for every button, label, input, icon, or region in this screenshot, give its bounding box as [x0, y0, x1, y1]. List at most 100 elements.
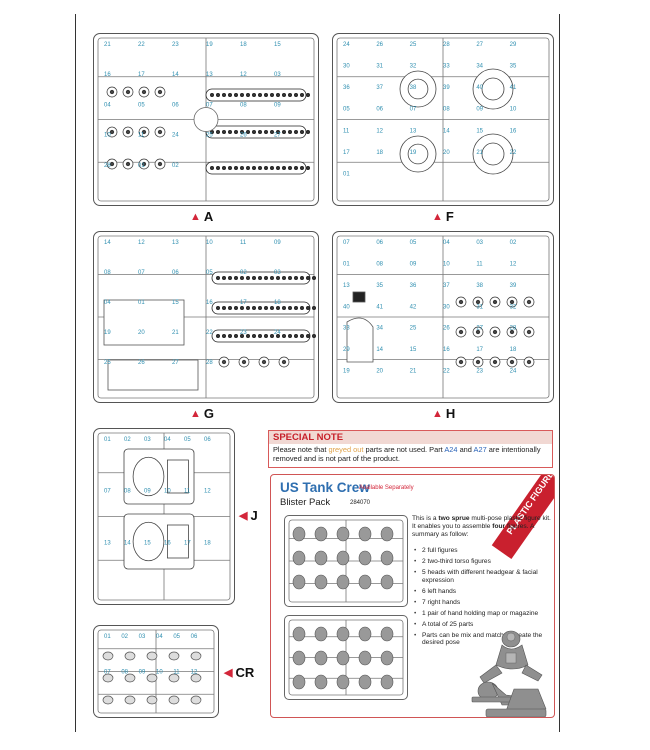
part-number: 08 [443, 107, 450, 113]
part-number: 37 [376, 85, 383, 91]
list-item: 5 heads with different headgear & facial… [412, 569, 552, 585]
part-number: 13 [410, 128, 417, 134]
crew-sprue-line-art [288, 619, 404, 696]
list-item: 6 left hands [412, 588, 552, 596]
part-number: 32 [510, 304, 517, 310]
red-left-triangle-icon: ◀ [239, 510, 248, 522]
part-number: 07 [138, 270, 145, 276]
part-number: 06 [191, 634, 198, 640]
part-number: 22 [138, 42, 145, 48]
part-number: 07 [206, 102, 213, 108]
part-number: 32 [410, 64, 417, 70]
part-number: 12 [240, 72, 247, 78]
part-number: 08 [240, 102, 247, 108]
part-number: 27 [274, 133, 281, 139]
part-number: 29 [343, 347, 350, 353]
special-note-heading: SPECIAL NOTE [269, 431, 552, 444]
part-number: 09 [139, 670, 146, 676]
part-number: 21 [104, 42, 111, 48]
part-number: 13 [343, 283, 350, 289]
red-triangle-icon: ▲ [190, 210, 201, 223]
part-number: 26 [240, 133, 247, 139]
part-number: 13 [172, 240, 179, 246]
part-number: 02 [124, 437, 131, 443]
tank-crew-figure-illustration [471, 630, 547, 717]
part-number: 07 [104, 670, 111, 676]
part-number: 08 [124, 489, 131, 495]
part-number: 12 [204, 489, 211, 495]
part-number: 21 [410, 369, 417, 375]
part-number: 17 [343, 150, 350, 156]
part-number: 07 [104, 489, 111, 495]
part-number: 10 [156, 670, 163, 676]
part-number: 28 [510, 326, 517, 332]
part-number: 24 [274, 330, 281, 336]
part-number: 21 [172, 330, 179, 336]
part-number: 09 [274, 240, 281, 246]
red-triangle-icon: ▲ [432, 407, 443, 420]
part-number: 10 [510, 107, 517, 113]
part-number: 14 [443, 128, 450, 134]
part-number: 36 [410, 283, 417, 289]
part-number: 10 [206, 240, 213, 246]
part-number: 17 [476, 347, 483, 353]
part-number: 27 [476, 326, 483, 332]
part-number: 28 [206, 360, 213, 366]
part-number: 04 [104, 102, 111, 108]
part-number: 02 [121, 634, 128, 640]
part-number: 34 [376, 326, 383, 332]
part-number: 35 [510, 64, 517, 70]
part-number: 09 [410, 261, 417, 267]
part-number: 41 [510, 85, 517, 91]
part-number: 06 [204, 437, 211, 443]
part-number: 15 [410, 347, 417, 353]
sprue-h-label: ▲H [432, 406, 456, 421]
part-number: 01 [138, 163, 145, 169]
part-number: 26 [138, 360, 145, 366]
part-number: 03 [476, 240, 483, 246]
crew-product-code: 284070 [350, 500, 371, 506]
part-number: 12 [191, 670, 198, 676]
part-number: 16 [510, 128, 517, 134]
part-number: 18 [376, 150, 383, 156]
part-number: 20 [376, 369, 383, 375]
crew-availability: Available Separately [359, 485, 414, 491]
part-number: 38 [410, 85, 417, 91]
part-number: 14 [376, 347, 383, 353]
part-number: 15 [274, 42, 281, 48]
part-number: 08 [121, 670, 128, 676]
part-number: 16 [104, 72, 111, 78]
tank-crew-promo: US Tank Crew Available Separately Bliste… [270, 474, 555, 718]
part-number: 03 [139, 634, 146, 640]
part-number: 25 [206, 133, 213, 139]
red-triangle-icon: ▲ [190, 407, 201, 420]
part-number: 09 [144, 489, 151, 495]
special-note-text: Please note that greyed out parts are no… [273, 445, 541, 463]
part-number: 05 [184, 437, 191, 443]
part-number: 37 [443, 283, 450, 289]
part-number: 22 [510, 150, 517, 156]
part-number: 07 [410, 107, 417, 113]
part-number: 39 [443, 85, 450, 91]
page-frame [75, 14, 560, 732]
part-number: 12 [510, 261, 517, 267]
part-number: 01 [104, 634, 111, 640]
part-number: 14 [124, 540, 131, 546]
part-number: 11 [184, 489, 191, 495]
crew-sprue-line-art [288, 519, 404, 603]
part-number: 17 [240, 300, 247, 306]
part-number: 04 [104, 300, 111, 306]
part-number: 34 [476, 64, 483, 70]
part-number: 26 [376, 42, 383, 48]
part-number: 31 [376, 64, 383, 70]
crew-sprue-1-diagram [284, 515, 408, 607]
part-number: 19 [343, 369, 350, 375]
part-number: 38 [476, 283, 483, 289]
part-number: 31 [476, 304, 483, 310]
